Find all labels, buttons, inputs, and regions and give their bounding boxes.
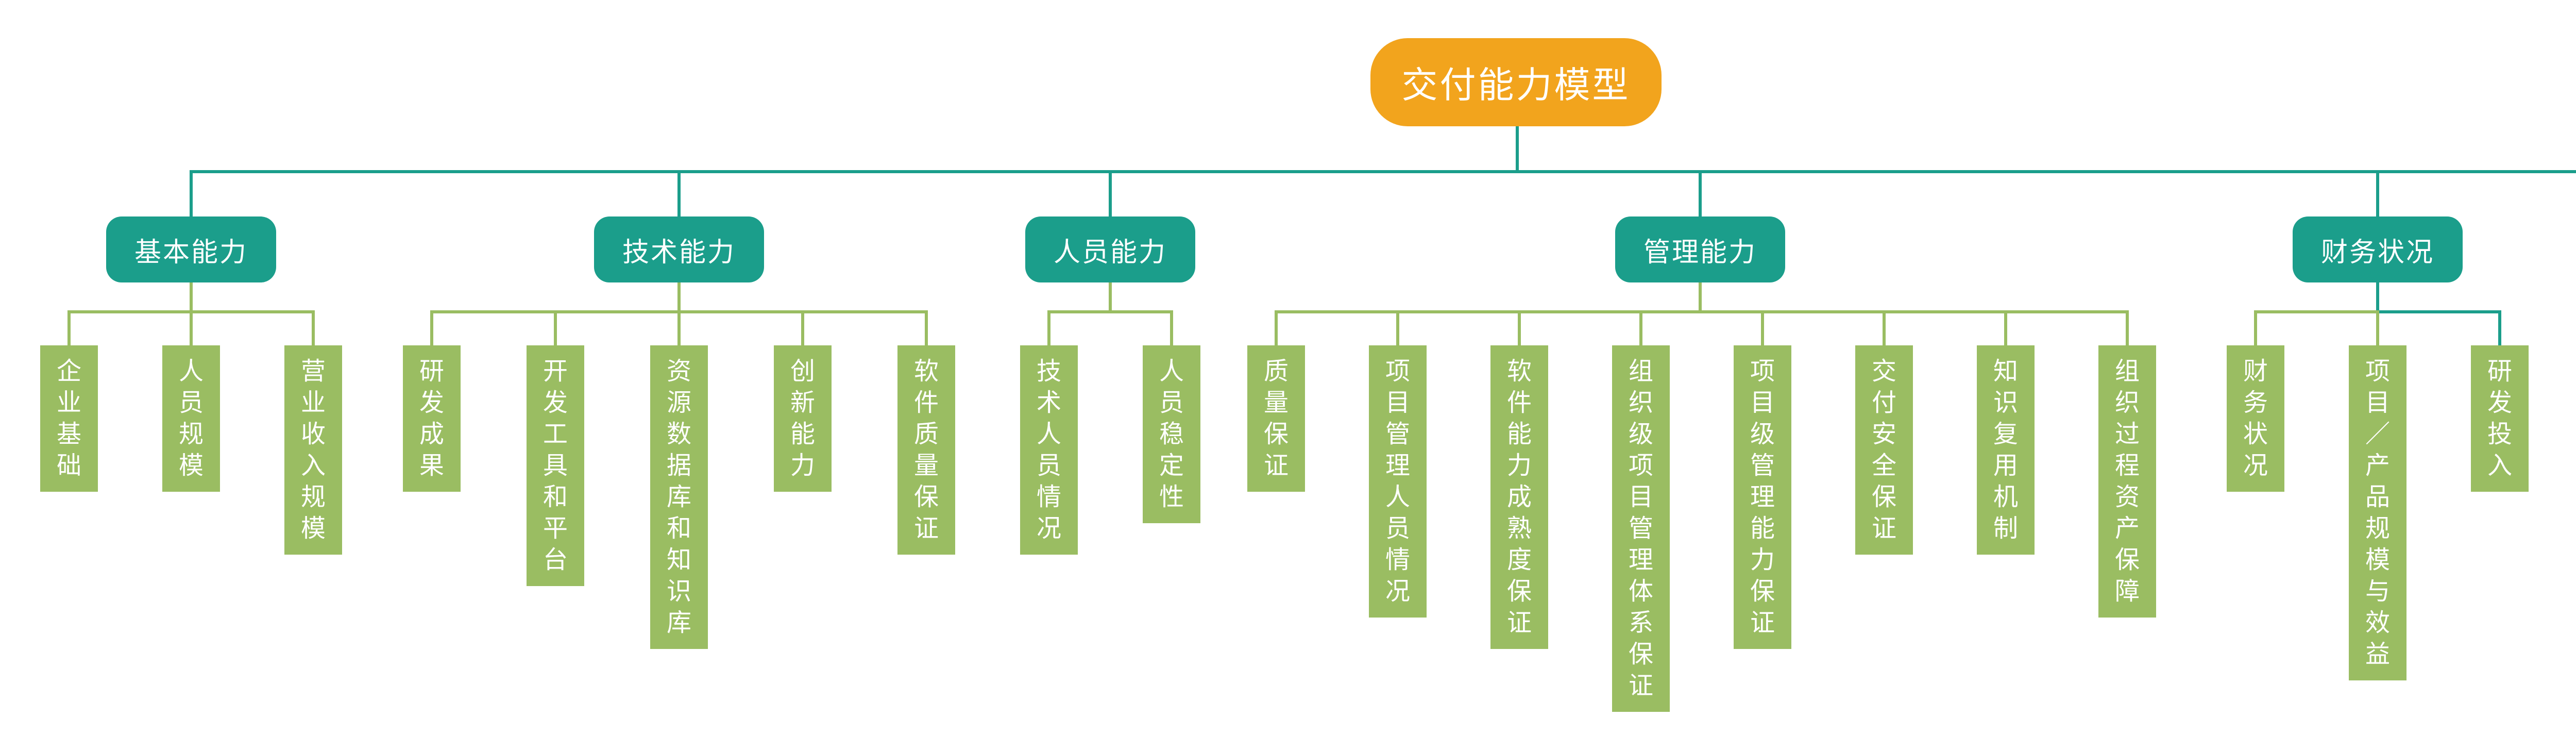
branch-drop-line (677, 170, 681, 216)
leaf-drop-line (2004, 310, 2007, 346)
leaf-drop-line (1047, 310, 1050, 346)
leaf-label: 创新能力 (790, 358, 816, 479)
leaf-node[interactable]: 人员稳定性 (1143, 345, 1200, 523)
leaf-drop-line (2126, 310, 2129, 346)
leaf-drop-line (190, 310, 193, 346)
leaf-drop-line (312, 310, 315, 346)
branch-subdrop-line (1699, 282, 1702, 313)
branch-drop-line (1699, 170, 1702, 216)
leaf-label: 项目管理人员情况 (1385, 358, 1411, 605)
leaf-node[interactable]: 研发成果 (403, 345, 461, 492)
leaf-drop-line (1639, 310, 1642, 346)
root-connector (1516, 126, 1519, 173)
leaf-node[interactable]: 研发投入 (2471, 345, 2529, 492)
leaf-node[interactable]: 创新能力 (774, 345, 832, 492)
leaf-node[interactable]: 软件质量保证 (897, 345, 955, 555)
sub-bus-line (2254, 310, 2379, 313)
leaf-drop-line (1518, 310, 1521, 346)
leaf-node[interactable]: 项目级管理能力保证 (1734, 345, 1791, 649)
branch-node[interactable]: 财务状况 (2293, 216, 2463, 282)
leaf-node[interactable]: 资源数据库和知识库 (650, 345, 708, 649)
sub-bus-line (2376, 310, 2501, 313)
sub-bus-line (1275, 310, 2129, 313)
leaf-drop-line (1883, 310, 1886, 346)
leaf-node[interactable]: 组织级项目管理体系保证 (1612, 345, 1670, 712)
branch-subdrop-line (190, 282, 193, 313)
leaf-drop-line (1170, 310, 1173, 346)
leaf-drop-line (1396, 310, 1399, 346)
leaf-drop-line (2376, 310, 2379, 346)
leaf-label: 技术人员情况 (1037, 358, 1062, 542)
leaf-label: 人员规模 (179, 358, 204, 479)
leaf-node[interactable]: 营业收入规模 (284, 345, 342, 555)
leaf-node[interactable]: 技术人员情况 (1020, 345, 1078, 555)
leaf-drop-line (1761, 310, 1764, 346)
leaf-drop-line (925, 310, 928, 346)
leaf-label: 组织过程资产保障 (2115, 358, 2140, 605)
branch-node[interactable]: 技术能力 (594, 216, 764, 282)
leaf-label: 研发投入 (2487, 358, 2513, 479)
leaf-label: 企业基础 (57, 358, 82, 479)
leaf-drop-line (2498, 310, 2501, 346)
leaf-label: 项目／产品规模与效益 (2365, 358, 2391, 668)
main-bus-line (190, 170, 2576, 173)
leaf-node[interactable]: 项目／产品规模与效益 (2349, 345, 2406, 680)
leaf-drop-line (677, 310, 681, 346)
leaf-label: 研发成果 (419, 358, 445, 479)
branch-subdrop-line (2376, 282, 2379, 313)
leaf-drop-line (67, 310, 71, 346)
leaf-label: 财务状况 (2243, 358, 2268, 479)
branch-node[interactable]: 管理能力 (1615, 216, 1785, 282)
branch-drop-line (1109, 170, 1112, 216)
branch-node[interactable]: 基本能力 (106, 216, 276, 282)
leaf-label: 交付安全保证 (1872, 358, 1897, 542)
leaf-node[interactable]: 软件能力成熟度保证 (1490, 345, 1548, 649)
leaf-node[interactable]: 知识复用机制 (1977, 345, 2035, 555)
leaf-drop-line (2254, 310, 2257, 346)
sub-bus-line (1047, 310, 1173, 313)
leaf-drop-line (430, 310, 433, 346)
leaf-node[interactable]: 组织过程资产保障 (2098, 345, 2156, 618)
leaf-label: 项目级管理能力保证 (1750, 358, 1775, 637)
leaf-label: 组织级项目管理体系保证 (1629, 358, 1654, 699)
leaf-drop-line (801, 310, 804, 346)
leaf-node[interactable]: 质量保证 (1247, 345, 1305, 492)
leaf-label: 软件质量保证 (914, 358, 939, 542)
leaf-node[interactable]: 财务状况 (2227, 345, 2284, 492)
leaf-node[interactable]: 项目管理人员情况 (1369, 345, 1427, 618)
leaf-label: 开发工具和平台 (543, 358, 568, 574)
leaf-drop-line (1275, 310, 1278, 346)
leaf-drop-line (554, 310, 557, 346)
branch-drop-line (190, 170, 193, 216)
branch-subdrop-line (677, 282, 681, 313)
leaf-node[interactable]: 企业基础 (40, 345, 98, 492)
root-node[interactable]: 交付能力模型 (1370, 38, 1662, 126)
leaf-node[interactable]: 开发工具和平台 (527, 345, 584, 586)
leaf-node[interactable]: 人员规模 (162, 345, 220, 492)
branch-subdrop-line (1109, 282, 1112, 313)
branch-node[interactable]: 人员能力 (1025, 216, 1195, 282)
leaf-label: 人员稳定性 (1159, 358, 1184, 511)
leaf-label: 资源数据库和知识库 (667, 358, 692, 637)
leaf-label: 软件能力成熟度保证 (1507, 358, 1532, 637)
leaf-label: 质量保证 (1264, 358, 1289, 479)
leaf-node[interactable]: 交付安全保证 (1855, 345, 1913, 555)
leaf-label: 知识复用机制 (1993, 358, 2019, 542)
leaf-label: 营业收入规模 (301, 358, 326, 542)
branch-drop-line (2376, 170, 2379, 216)
